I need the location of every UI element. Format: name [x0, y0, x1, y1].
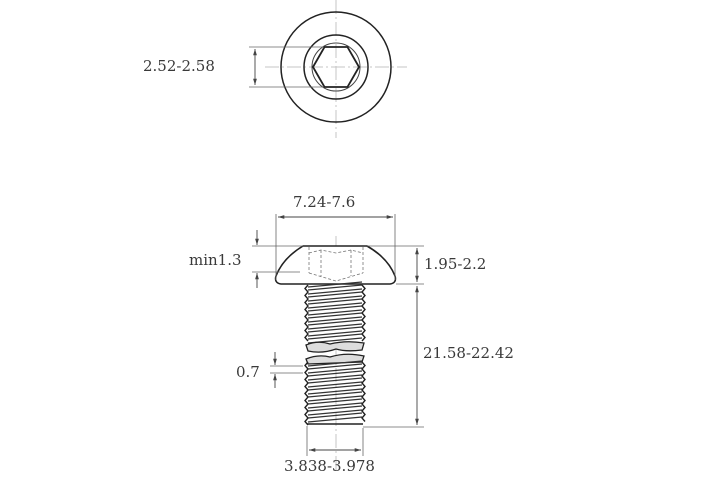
dimension-socket-width: 2.52-2.58 — [143, 57, 215, 75]
dimension-thread-diameter: 3.838-3.978 — [284, 457, 375, 475]
head-inner-circle — [303, 34, 369, 100]
dimension-head-height: 1.95-2.2 — [424, 255, 486, 273]
side-view: 7.24-7.6 min1.3 1.95-2.2 21.58-22.42 0.7… — [189, 193, 514, 475]
hidden-socket — [308, 247, 364, 282]
head-outer-circle — [280, 11, 392, 123]
dimension-length: 21.58-22.42 — [423, 344, 514, 362]
dimension-socket-depth: min1.3 — [189, 251, 242, 269]
thread-lower — [304, 353, 366, 426]
hex-socket — [311, 46, 361, 88]
break-line-upper — [305, 341, 365, 353]
screw-head — [274, 245, 397, 285]
thread-upper — [304, 281, 366, 353]
dimension-head-diameter: 7.24-7.6 — [293, 193, 355, 211]
break-line-lower — [305, 353, 365, 365]
top-view: 2.52-2.58 — [143, 0, 407, 138]
dimension-thread-pitch: 0.7 — [236, 363, 260, 381]
